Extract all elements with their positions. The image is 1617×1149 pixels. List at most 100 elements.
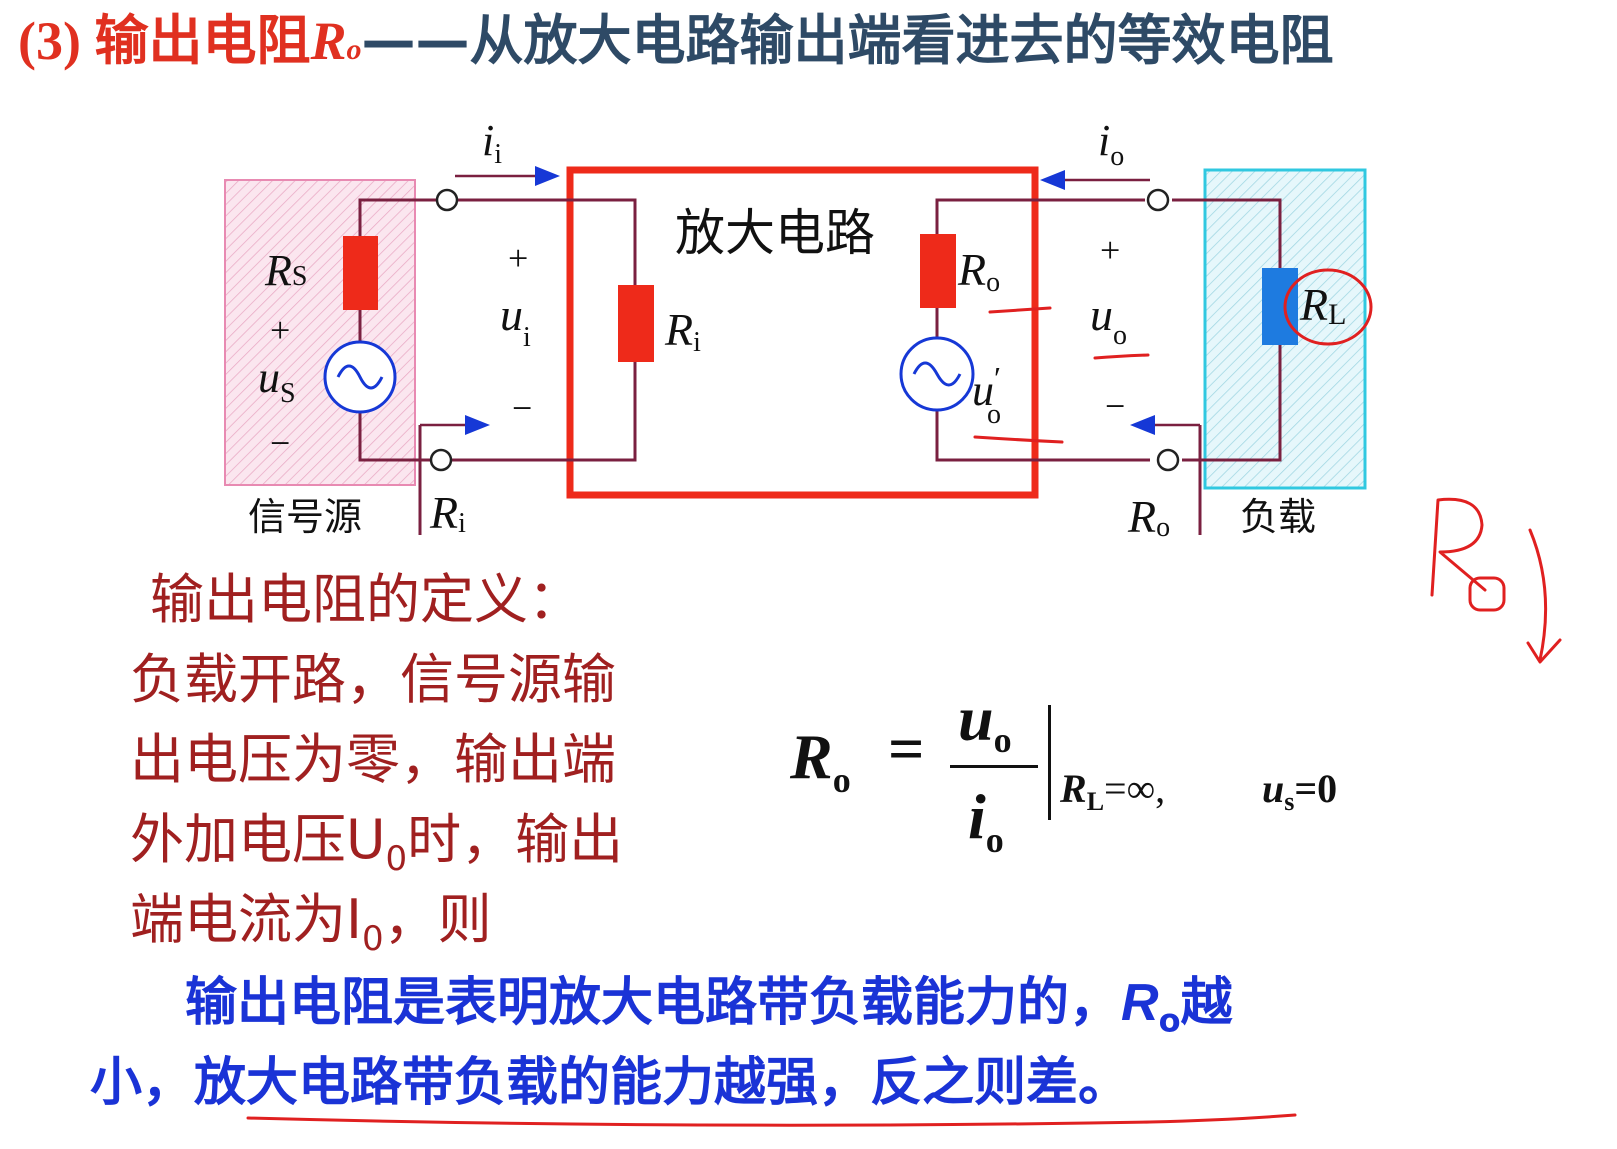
- formula-condition-rl: RL=∞,: [1060, 765, 1166, 816]
- ac-source-us: [323, 340, 397, 414]
- label-us: u: [258, 353, 280, 402]
- input-terminal-top: [435, 188, 459, 212]
- formula-lhs-sub: o: [832, 760, 851, 800]
- definition-line-4a: 端电流为I: [130, 888, 362, 951]
- label-ri-bottom: R: [429, 487, 458, 538]
- definition-line-1: 负载开路，信号源输: [130, 648, 616, 711]
- label-us-plus: +: [270, 310, 290, 350]
- svg-text:RL: RL: [1299, 279, 1346, 331]
- wires: [358, 198, 1282, 535]
- note-line-1b: 越: [1180, 973, 1233, 1033]
- label-amplifier: 放大电路: [675, 204, 875, 262]
- label-uo-minus: −: [1105, 386, 1125, 426]
- title-symbol-sub: o: [346, 33, 362, 66]
- label-ui-minus: −: [512, 388, 532, 428]
- page-title: (3) 输出电阻Ro——从放大电路输出端看进去的等效电阻: [18, 6, 1334, 85]
- formula-num-sub: o: [993, 720, 1012, 760]
- label-ro-bottom: R: [1127, 491, 1156, 542]
- ac-source-uo-prime: [899, 336, 975, 412]
- label-ro-bottom-sub: o: [1156, 512, 1170, 543]
- title-name: 输出电阻: [94, 9, 311, 72]
- svg-text:Ro: Ro: [957, 244, 1000, 298]
- note-line-1-sub: o: [1158, 1001, 1181, 1040]
- label-ii: i: [482, 116, 494, 165]
- label-rl-sub: L: [1328, 298, 1346, 331]
- formula-den-sub: o: [985, 820, 1004, 860]
- svg-text:uS: uS: [258, 353, 296, 409]
- svg-text:u′o: u′o: [972, 360, 1001, 430]
- formula-eval-bar: [1048, 705, 1051, 820]
- svg-text:ii: ii: [482, 116, 502, 170]
- title-symbol: R: [310, 11, 347, 71]
- formula-cond2: u: [1262, 766, 1285, 811]
- input-terminal-bottom: [429, 448, 453, 472]
- label-uo: u: [1090, 289, 1113, 340]
- svg-text:Ri: Ri: [664, 304, 701, 358]
- note-line-1: 输出电阻是表明放大电路带负载能力的，Ro越: [185, 968, 1233, 1055]
- formula-cond1: R: [1060, 766, 1087, 811]
- label-ri-sub: i: [693, 327, 701, 358]
- label-prime: ′: [994, 360, 1001, 396]
- definition-line-3b: 时，输出: [407, 808, 624, 871]
- label-us-sub: S: [280, 378, 296, 409]
- title-description: 从放大电路输出端看进去的等效电阻: [469, 9, 1334, 72]
- label-ui-sub: i: [523, 322, 531, 353]
- resistor-ri: [618, 285, 654, 362]
- svg-text:RS: RS: [264, 246, 307, 295]
- svg-text:Ro: Ro: [1127, 491, 1170, 543]
- definition-line-4b: ，则: [383, 888, 492, 951]
- label-source: 信号源: [248, 495, 362, 539]
- definition-line-3-sub: 0: [385, 838, 408, 879]
- svg-text:uo: uo: [1090, 289, 1127, 351]
- label-load: 负载: [1240, 495, 1316, 539]
- handwritten-ro-arrow: [1430, 497, 1562, 664]
- title-prefix: (3): [18, 11, 95, 71]
- label-ui-plus: +: [508, 238, 528, 278]
- label-rl: R: [1299, 279, 1328, 330]
- label-uo-sub: o: [1113, 320, 1127, 351]
- label-rs: R: [264, 246, 292, 295]
- label-io: i: [1098, 116, 1110, 165]
- label-io-sub: o: [1110, 141, 1124, 172]
- label-uo-prime: u: [972, 366, 994, 415]
- label-ri: R: [664, 304, 693, 355]
- output-terminal-top: [1146, 188, 1170, 212]
- formula-cond1-val: =∞,: [1104, 766, 1166, 811]
- definition-line-4: 端电流为I0，则: [130, 880, 492, 979]
- formula-den-symbol: i: [968, 781, 986, 852]
- label-rs-sub: S: [292, 261, 308, 292]
- formula-equals: =: [888, 713, 925, 784]
- amplifier-box: [566, 166, 1039, 499]
- note-line-2: 小，放大电路带负载的能力越强，反之则差。: [90, 1053, 1131, 1113]
- label-ro: R: [957, 244, 986, 295]
- label-ui: u: [500, 289, 523, 340]
- title-dash: ——: [361, 9, 470, 72]
- hand-annotations: [246, 268, 1373, 1127]
- formula-cond2-val: =0: [1294, 766, 1338, 811]
- formula-cond2-sub: s: [1284, 787, 1295, 816]
- definition-line-3a: 外加电压U: [130, 808, 386, 871]
- definition-line-2: 出电压为零，输出端: [130, 728, 616, 791]
- label-uo-plus: +: [1100, 230, 1120, 270]
- formula-fraction-bar: [950, 765, 1038, 768]
- formula-cond1-sub: L: [1086, 787, 1105, 816]
- svg-text:io: io: [1098, 116, 1124, 172]
- definition-line-4-sub: 0: [361, 918, 384, 959]
- formula-lhs: Ro: [790, 720, 851, 800]
- svg-text:Ri: Ri: [429, 487, 466, 539]
- label-uo-prime-sub: o: [987, 399, 1001, 430]
- formula-lhs-symbol: R: [790, 721, 833, 792]
- note-line-1a: 输出电阻是表明放大电路带负载能力的，: [185, 973, 1122, 1033]
- formula-num-symbol: u: [958, 683, 994, 754]
- resistor-ro: [920, 234, 956, 308]
- svg-text:ui: ui: [500, 289, 531, 353]
- resistor-rs: [343, 236, 378, 310]
- formula-numerator: uo: [958, 682, 1012, 760]
- label-us-minus: −: [270, 423, 290, 463]
- definition-heading: 输出电阻的定义：: [150, 568, 582, 631]
- resistor-rl: [1262, 268, 1298, 345]
- note-line-1-symbol: R: [1121, 974, 1159, 1032]
- source-box: [224, 179, 416, 486]
- output-terminal-bottom: [1156, 448, 1180, 472]
